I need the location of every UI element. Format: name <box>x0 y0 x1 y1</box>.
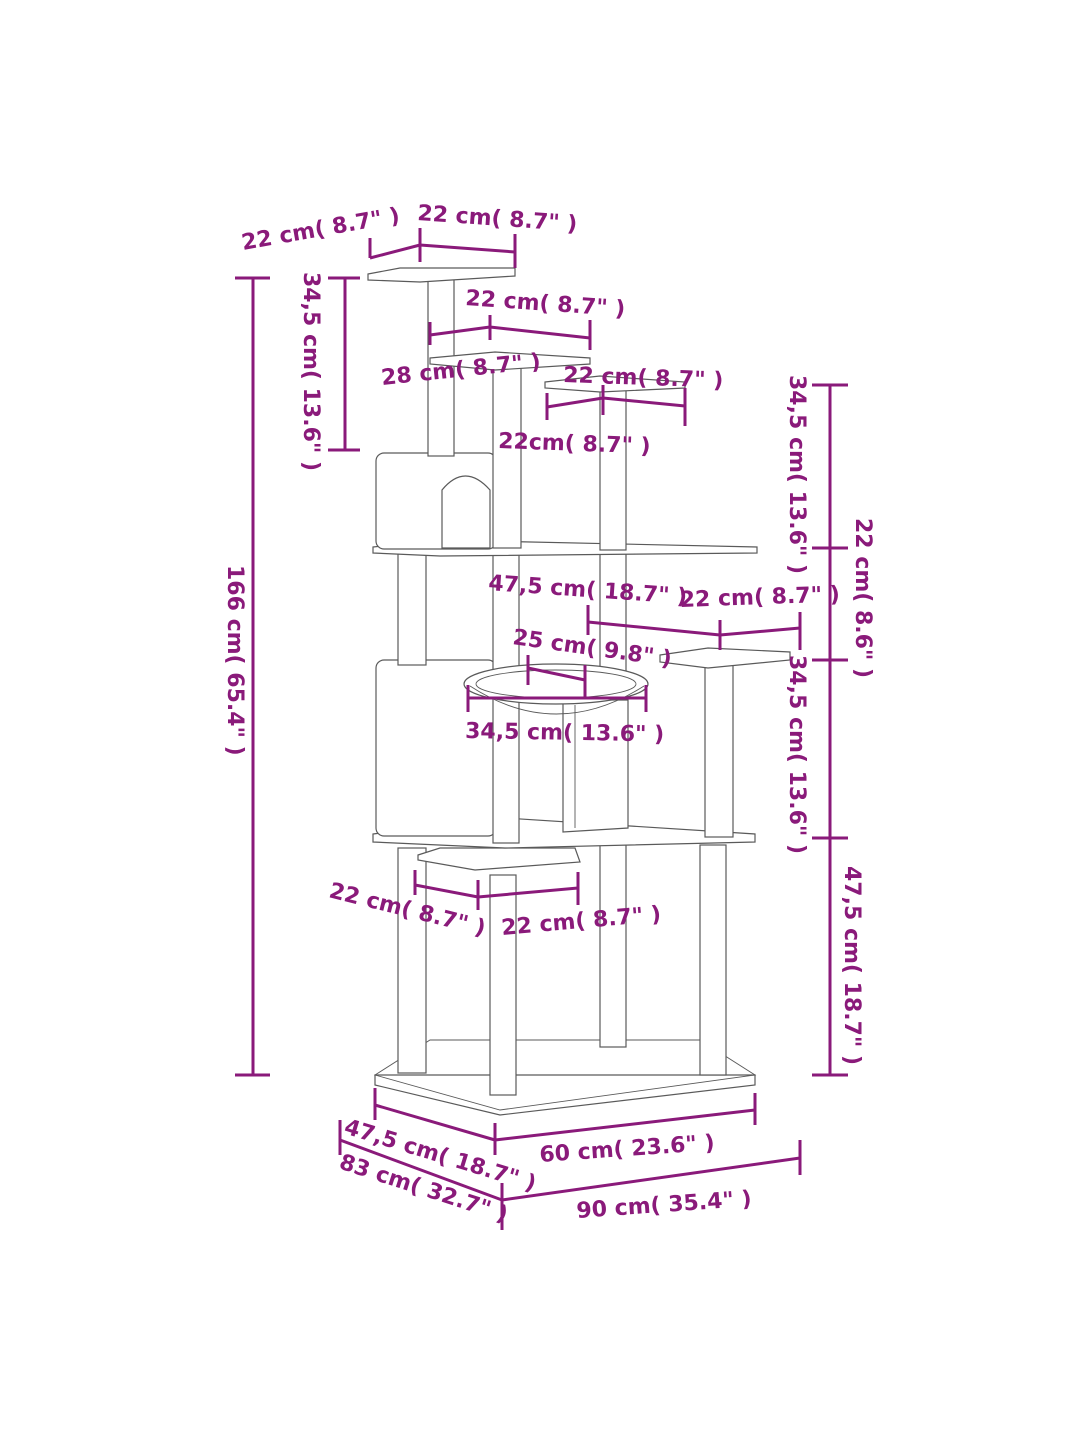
label-overall-width: 90 cm( 35.4" ) <box>576 1187 753 1224</box>
label-right-lower-height: 47,5 cm( 18.7" ) <box>839 866 864 1065</box>
lower-post-back-right <box>599 831 627 1048</box>
hammock-basket <box>463 663 649 705</box>
second-platform <box>429 351 591 371</box>
lower-step-platform <box>417 847 581 871</box>
base-platform <box>374 1074 756 1116</box>
label-top-platform-depth: 22 cm( 8.7" ) <box>240 203 402 255</box>
label-top-post-height: 34,5 cm( 13.6" ) <box>298 272 323 471</box>
lower-post-front-right <box>699 844 727 1076</box>
label-right-middle-height: 34,5 cm( 13.6" ) <box>784 655 809 854</box>
label-right-top-platform-width: 22 cm( 8.7" ) <box>563 363 724 394</box>
top-platform <box>367 267 516 283</box>
label-total-height: 166 cm( 65.4" ) <box>222 565 247 756</box>
side-step-platform <box>659 647 791 669</box>
label-basket-width: 34,5 cm( 13.6" ) <box>465 719 664 747</box>
lower-post-back-left <box>397 847 427 1074</box>
hanging-tunnel <box>562 699 629 833</box>
top-post <box>427 277 455 457</box>
middle-post-left <box>397 552 427 666</box>
upper-post-center <box>492 367 522 549</box>
label-right-upper-height: 34,5 cm( 13.6" ) <box>784 375 809 574</box>
lower-post-front-left <box>489 874 517 1096</box>
cat-tree-illustration <box>367 267 791 1116</box>
label-top-platform-width: 22 cm( 8.7" ) <box>417 201 578 237</box>
label-base-width: 60 cm( 23.6" ) <box>539 1131 716 1168</box>
label-side-platform-depth: 22 cm( 8.7" ) <box>679 582 840 613</box>
dimension-lines <box>235 228 848 1230</box>
label-right-top-platform-depth: 22cm( 8.7" ) <box>498 429 651 459</box>
label-right-step-height: 22 cm( 8.6" ) <box>850 518 875 678</box>
middle-post-far-right <box>704 664 734 838</box>
condo-entrance <box>441 475 491 549</box>
label-lower-step-width: 22 cm( 8.7" ) <box>500 902 662 941</box>
